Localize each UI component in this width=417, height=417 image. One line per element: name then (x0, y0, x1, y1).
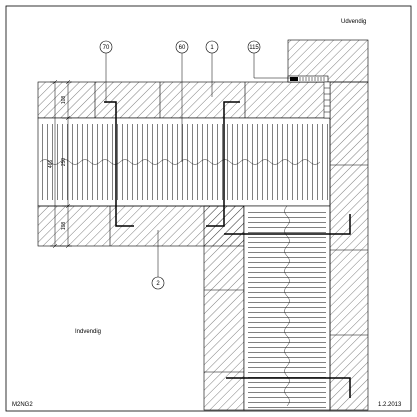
callout-60: 60 (175, 40, 189, 54)
dimension-lines (50, 79, 72, 249)
callout-leaders (105, 53, 290, 277)
outer-leaf-side-wall (287, 39, 369, 411)
label-inside: Indvendig (75, 329, 101, 335)
callout-115: 115 (247, 40, 261, 54)
drawing-code: M2NG2 (12, 402, 33, 408)
callout-2: 2 (151, 276, 165, 290)
wall-ties (104, 101, 351, 398)
callout-70: 70 (99, 40, 113, 54)
insulation-top-wall (37, 117, 331, 207)
outer-leaf-top-wall (37, 81, 329, 119)
drawing-date: 1.2.2013 (378, 402, 402, 408)
dimension-bottom: 108 (61, 222, 67, 231)
drawing-frame (5, 5, 412, 412)
insulation-side-wall (243, 205, 331, 411)
svg-text:1: 1 (210, 45, 214, 51)
label-outside: Udvendig (341, 19, 366, 25)
svg-text:70: 70 (103, 45, 110, 51)
svg-text:115: 115 (249, 45, 259, 51)
dimension-total: 466 (48, 160, 54, 169)
joint-seal-strip (287, 75, 331, 119)
dimension-top: 108 (61, 96, 67, 105)
callout-1: 1 (205, 40, 219, 54)
svg-text:2: 2 (156, 281, 160, 287)
inner-leaf-side-wall (203, 205, 245, 411)
svg-text:60: 60 (179, 45, 186, 51)
dimension-middle: 250 (61, 158, 67, 167)
dimension-labels: 466 108 250 108 (48, 96, 67, 231)
